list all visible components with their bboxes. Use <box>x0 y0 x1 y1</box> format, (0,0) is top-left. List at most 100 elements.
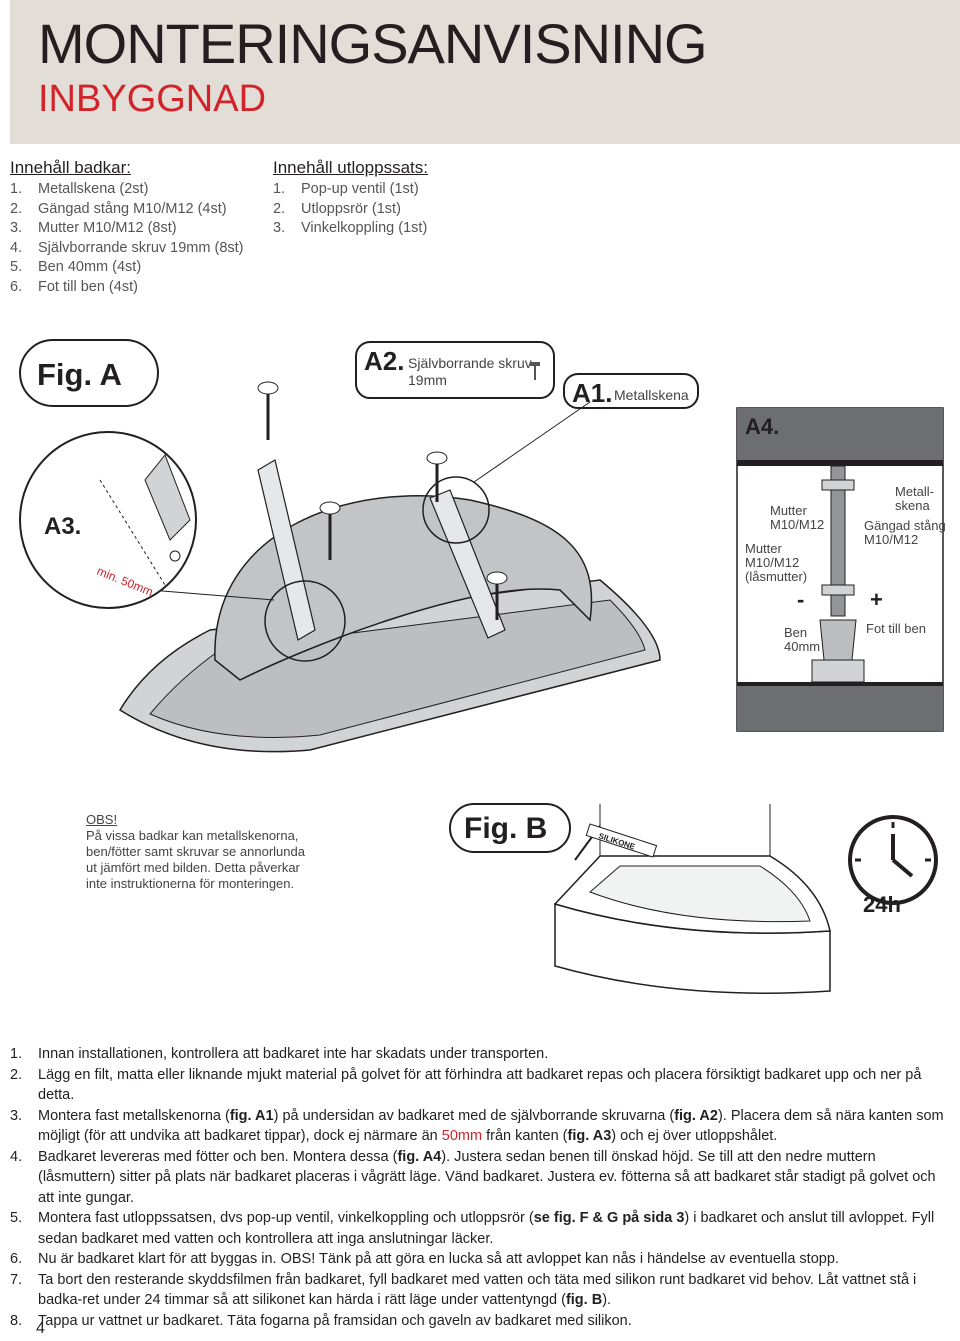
bath-contents-item-text: Metallskena (2st) <box>38 181 149 197</box>
clock-icon <box>848 815 938 905</box>
obs-line: inte instruktionerna för monteringen. <box>86 876 295 891</box>
bath-contents-item-number: 4. <box>10 239 23 256</box>
fig-b-label: Fig. B <box>464 812 547 845</box>
page-subtitle: INBYGGNAD <box>38 78 267 120</box>
step-number: 1. <box>10 1046 23 1062</box>
step-number: 3. <box>10 1107 23 1124</box>
a4-id: A4. <box>745 414 779 439</box>
bath-contents-item-text: Självborrande skruv 19mm (8st) <box>38 239 244 256</box>
outlet-contents-title: Innehåll utloppssats: <box>273 158 428 177</box>
a4-metall-1: Metall- <box>895 484 934 499</box>
bath-contents-item-text: Ben 40mm (4st) <box>38 259 142 275</box>
outlet-contents-item-text: Pop-up ventil (1st) <box>301 181 419 197</box>
a4-plus: + <box>870 587 883 612</box>
a4-ben-1: Ben <box>784 625 807 640</box>
a3-detail: A3. min. 50mm <box>19 431 197 609</box>
a4-gangad-1: Gängad stång <box>864 518 946 533</box>
bath-contents-item-number: 3. <box>10 220 23 236</box>
a4-gangad-2: M10/M12 <box>864 532 918 547</box>
step-text: Nu är badkaret klart för att byggas in. … <box>38 1249 950 1270</box>
step-text-run: Montera fast metallskenorna ( <box>38 1107 230 1124</box>
outlet-contents-item-text: Utloppsrör (1st) <box>301 200 401 217</box>
header-band: MONTERINGSANVISNING INBYGGNAD <box>10 0 960 144</box>
step-text-run: Ta bort den resterande skyddsfilmen från… <box>38 1271 917 1309</box>
step-number: 4. <box>10 1148 23 1165</box>
bath-contents-item-text: Fot till ben (4st) <box>38 278 138 295</box>
outlet-contents-item: 1. Pop-up ventil (1st) <box>273 180 428 200</box>
a4-ben-2: 40mm <box>784 639 820 654</box>
figure-reference: fig. A1 <box>229 1107 274 1124</box>
bath-contents-item: 3. Mutter M10/M12 (8st) <box>10 219 244 239</box>
step-text: Ta bort den resterande skyddsfilmen från… <box>38 1270 950 1311</box>
instruction-step: 1.Innan installationen, kontrollera att … <box>10 1044 950 1065</box>
screw-icon <box>530 362 540 380</box>
instruction-step: 4. Badkaret levereras med fötter och ben.… <box>10 1147 950 1209</box>
step-number: 8. <box>10 1312 23 1329</box>
step-text-run: Tappa ur vattnet ur badkaret. Täta fogar… <box>38 1312 632 1329</box>
page-number: 4 <box>36 1320 45 1337</box>
a1-id: A1. <box>572 378 612 408</box>
step-text-run: Montera fast utloppssatsen, dvs pop-up v… <box>38 1210 534 1226</box>
bath-contents-item-text: Gängad stång M10/M12 (4st) <box>38 200 227 217</box>
step-text-run: ). <box>602 1292 612 1308</box>
step-text: Badkaret levereras med fötter och ben. M… <box>38 1147 950 1209</box>
a4-mutter-lock-1: Mutter <box>745 541 783 556</box>
step-text-run: ). Placera dem så nära kanten som möjlig… <box>38 1107 944 1145</box>
step-number: 2. <box>10 1066 23 1083</box>
instruction-step: 2. Lägg en filt, matta eller liknande mju… <box>10 1065 950 1106</box>
step-number: 6. <box>10 1251 23 1267</box>
a4-minus: - <box>797 587 804 612</box>
outlet-contents: Innehåll utloppssats: 1. Pop-up ventil (1… <box>273 158 428 239</box>
bath-contents-title: Innehåll badkar: <box>10 158 131 177</box>
obs-line: ut jämfört med bilden. Detta påverkar <box>86 860 300 875</box>
a1-text: Metallskena <box>614 387 689 403</box>
a4-mutter-lock-2: M10/M12 <box>745 555 799 570</box>
step-text: Montera fast utloppssatsen, dvs pop-up v… <box>38 1208 950 1249</box>
a4-fot: Fot till ben <box>866 621 926 636</box>
bath-contents-item-text: Mutter M10/M12 (8st) <box>38 220 177 236</box>
outlet-contents-item-number: 2. <box>273 200 286 217</box>
obs-title: OBS! <box>86 812 118 827</box>
instruction-step: 6. Nu är badkaret klart för att byggas in… <box>10 1249 950 1270</box>
step-text: Tappa ur vattnet ur badkaret. Täta fogar… <box>38 1311 950 1332</box>
a4-detail: A4. Mutter M10/M12 Mutter M10/M12 (låsmu… <box>736 407 946 732</box>
fig-a-label: Fig. A <box>37 357 122 392</box>
instruction-step: 8. Tappa ur vattnet ur badkaret. Täta fog… <box>10 1311 950 1332</box>
figure-reference: se fig. F & G på sida 3 <box>533 1210 685 1226</box>
step-text: Montera fast metallskenorna (fig. A1) på… <box>38 1106 950 1147</box>
bath-contents-item: 2. Gängad stång M10/M12 (4st) <box>10 200 244 220</box>
step-text-run: ) på undersidan av badkaret med de själv… <box>273 1107 675 1124</box>
distance-highlight: 50mm <box>441 1128 483 1144</box>
step-number: 7. <box>10 1271 23 1288</box>
bath-contents-item-number: 5. <box>10 259 23 275</box>
outlet-contents-item: 3.Vinkelkoppling (1st) <box>273 219 428 239</box>
figure-b-illustration: Fig. B SILIKONE 24h <box>449 803 938 994</box>
step-text-run: Lägg en filt, matta eller liknande mjukt… <box>38 1066 922 1104</box>
step-number: 5. <box>10 1210 23 1226</box>
a2-text-2: 19mm <box>408 372 447 388</box>
outlet-contents-list: 1. Pop-up ventil (1st) 2. Utloppsrör (1st) 3… <box>273 180 428 239</box>
cure-time: 24h <box>863 892 901 917</box>
outlet-contents-item-number: 1. <box>273 181 286 197</box>
fig-b-badge <box>449 803 571 853</box>
figure-reference: fig. A3 <box>567 1128 612 1144</box>
bathtub-corner-drawing <box>553 804 831 994</box>
obs-line: På vissa badkar kan metallskenorna, <box>86 828 299 843</box>
a4-metall-2: skena <box>895 498 930 513</box>
bath-contents-item-number: 2. <box>10 200 23 217</box>
instruction-step: 5. Montera fast utloppssatsen, dvs pop-up… <box>10 1208 950 1249</box>
bath-contents-item: 6. Fot till ben (4st) <box>10 278 244 298</box>
figure-reference: fig. A4 <box>397 1148 442 1165</box>
step-text-run: från kanten ( <box>482 1128 568 1144</box>
bath-contents-item-number: 6. <box>10 278 23 295</box>
a4-mutter-lock-3: (låsmutter) <box>745 569 807 584</box>
a3-id: A3. <box>44 513 81 540</box>
outlet-contents-item-text: Vinkelkoppling (1st) <box>301 220 428 236</box>
bathtub-drawing <box>118 381 661 753</box>
bath-contents-list: 1.Metallskena (2st)2.Gängad stång M10/M1… <box>10 180 244 297</box>
bath-contents-item: 4. Självborrande skruv 19mm (8st) <box>10 239 244 259</box>
figure-reference: fig. A2 <box>674 1107 718 1124</box>
figure-a-illustration: Fig. A A2. Självborrande skruv 19mm A1. … <box>19 339 946 753</box>
fig-a-badge <box>19 339 159 407</box>
